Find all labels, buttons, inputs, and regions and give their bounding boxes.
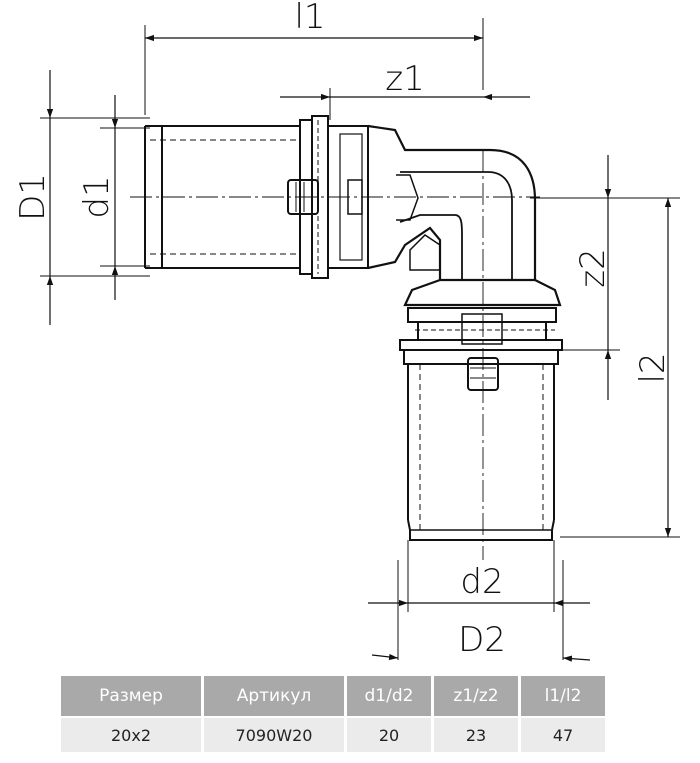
dim-label-l1: l1	[294, 0, 325, 37]
spec-table-header: Размер Артикул d1/d2 z1/z2 l1/l2	[61, 676, 605, 716]
table-row: 20x2 7090W20 20 23 47	[61, 718, 605, 752]
dim-label-D2: D2	[458, 620, 506, 660]
header-l1-l2: l1/l2	[521, 676, 605, 716]
elbow-body	[367, 124, 562, 307]
dim-label-z1: z1	[385, 59, 424, 99]
cell-l1-l2: 47	[521, 718, 605, 752]
dim-label-D1: D1	[13, 173, 53, 221]
centre-lines	[130, 150, 540, 560]
dim-label-d1: d1	[77, 175, 117, 218]
fitting-technical-drawing: l1 z1 D1 d1 z2 l2 d2 D2	[13, 0, 680, 662]
bottom-press-sleeve	[399, 307, 563, 541]
dim-label-d2: d2	[460, 562, 503, 602]
dimension-lines	[46, 34, 672, 662]
extension-lines	[40, 18, 680, 660]
left-press-sleeve	[144, 115, 369, 279]
cell-d1-d2: 20	[347, 718, 431, 752]
header-size: Размер	[61, 676, 201, 716]
header-d1-d2: d1/d2	[347, 676, 431, 716]
cell-size: 20x2	[61, 718, 201, 752]
spec-table: Размер Артикул d1/d2 z1/z2 l1/l2 20x2 70…	[58, 674, 608, 754]
dim-D2-line	[371, 653, 399, 661]
cell-article: 7090W20	[204, 718, 344, 752]
cell-z1-z2: 23	[434, 718, 518, 752]
header-article: Артикул	[204, 676, 344, 716]
dim-label-z2: z2	[573, 248, 613, 287]
dim-label-l2: l2	[633, 352, 673, 383]
header-z1-z2: z1/z2	[434, 676, 518, 716]
